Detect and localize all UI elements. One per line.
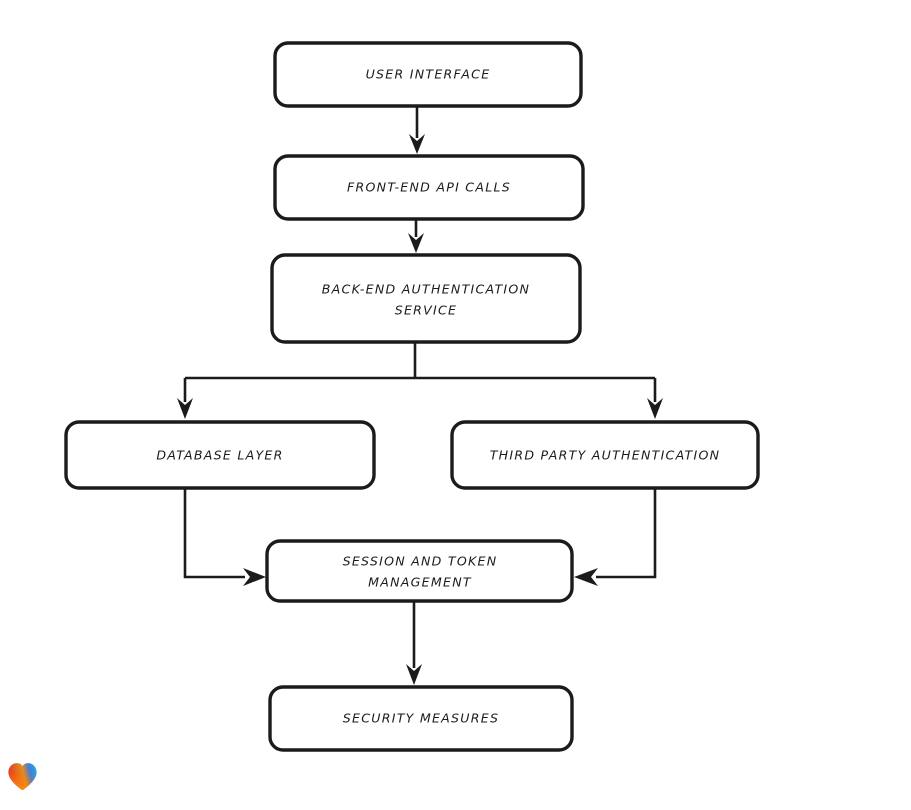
node-backend-auth-service-label-line2: SERVICE bbox=[395, 303, 458, 318]
edge-backend-to-thirdparty-arrowhead bbox=[647, 398, 663, 419]
node-third-party-auth[interactable]: THIRD PARTY AUTHENTICATION bbox=[450, 420, 760, 490]
edge-database-to-session bbox=[183, 488, 266, 586]
edge-ui-to-frontend-arrowhead bbox=[409, 134, 425, 154]
edge-ui-to-frontend bbox=[409, 106, 425, 154]
edge-backend-to-database-arrowhead bbox=[177, 398, 193, 419]
node-database-layer-label: DATABASE LAYER bbox=[156, 448, 283, 463]
node-frontend-api-calls-shape[interactable] bbox=[273, 154, 585, 221]
edge-frontend-to-backend bbox=[408, 219, 424, 253]
node-user-interface-label: USER INTERFACE bbox=[366, 67, 491, 82]
node-security-measures[interactable]: SECURITY MEASURES bbox=[268, 685, 574, 752]
node-frontend-api-calls[interactable]: FRONT-END API CALLS bbox=[273, 154, 585, 221]
node-session-token-mgmt-label-line2: MANAGEMENT bbox=[368, 575, 472, 590]
edge-frontend-to-backend-arrowhead bbox=[408, 233, 424, 253]
edge-thirdparty-to-session-arrowhead bbox=[574, 568, 598, 586]
edge-thirdparty-to-session-line bbox=[596, 488, 657, 579]
edge-session-to-security-arrowhead bbox=[406, 664, 422, 685]
node-database-layer-shape[interactable] bbox=[64, 420, 376, 490]
node-user-interface-shape[interactable] bbox=[273, 41, 583, 108]
node-security-measures-label: SECURITY MEASURES bbox=[343, 711, 499, 726]
node-third-party-auth-label: THIRD PARTY AUTHENTICATION bbox=[490, 448, 721, 463]
node-user-interface[interactable]: USER INTERFACE bbox=[273, 41, 583, 108]
node-frontend-api-calls-label: FRONT-END API CALLS bbox=[347, 180, 511, 195]
edge-database-to-session-line bbox=[183, 488, 245, 579]
edge-session-to-security bbox=[406, 601, 422, 685]
heart-icon bbox=[8, 763, 37, 791]
node-backend-auth-service-label-line1: BACK-END AUTHENTICATION bbox=[322, 282, 530, 297]
node-third-party-auth-shape[interactable] bbox=[450, 420, 760, 490]
node-security-measures-shape[interactable] bbox=[268, 685, 574, 752]
node-session-token-mgmt[interactable]: SESSION AND TOKEN MANAGEMENT bbox=[265, 539, 574, 603]
edge-backend-split bbox=[177, 342, 663, 419]
edge-thirdparty-to-session bbox=[574, 488, 657, 586]
heart-icon-overlay bbox=[8, 763, 37, 791]
node-backend-auth-service[interactable]: BACK-END AUTHENTICATION SERVICE bbox=[270, 253, 582, 344]
edge-database-to-session-arrowhead bbox=[243, 568, 266, 586]
node-session-token-mgmt-label-line1: SESSION AND TOKEN bbox=[343, 554, 498, 569]
node-database-layer[interactable]: DATABASE LAYER bbox=[64, 420, 376, 490]
node-backend-auth-service-shape[interactable] bbox=[270, 253, 582, 344]
node-session-token-mgmt-shape[interactable] bbox=[265, 539, 574, 603]
